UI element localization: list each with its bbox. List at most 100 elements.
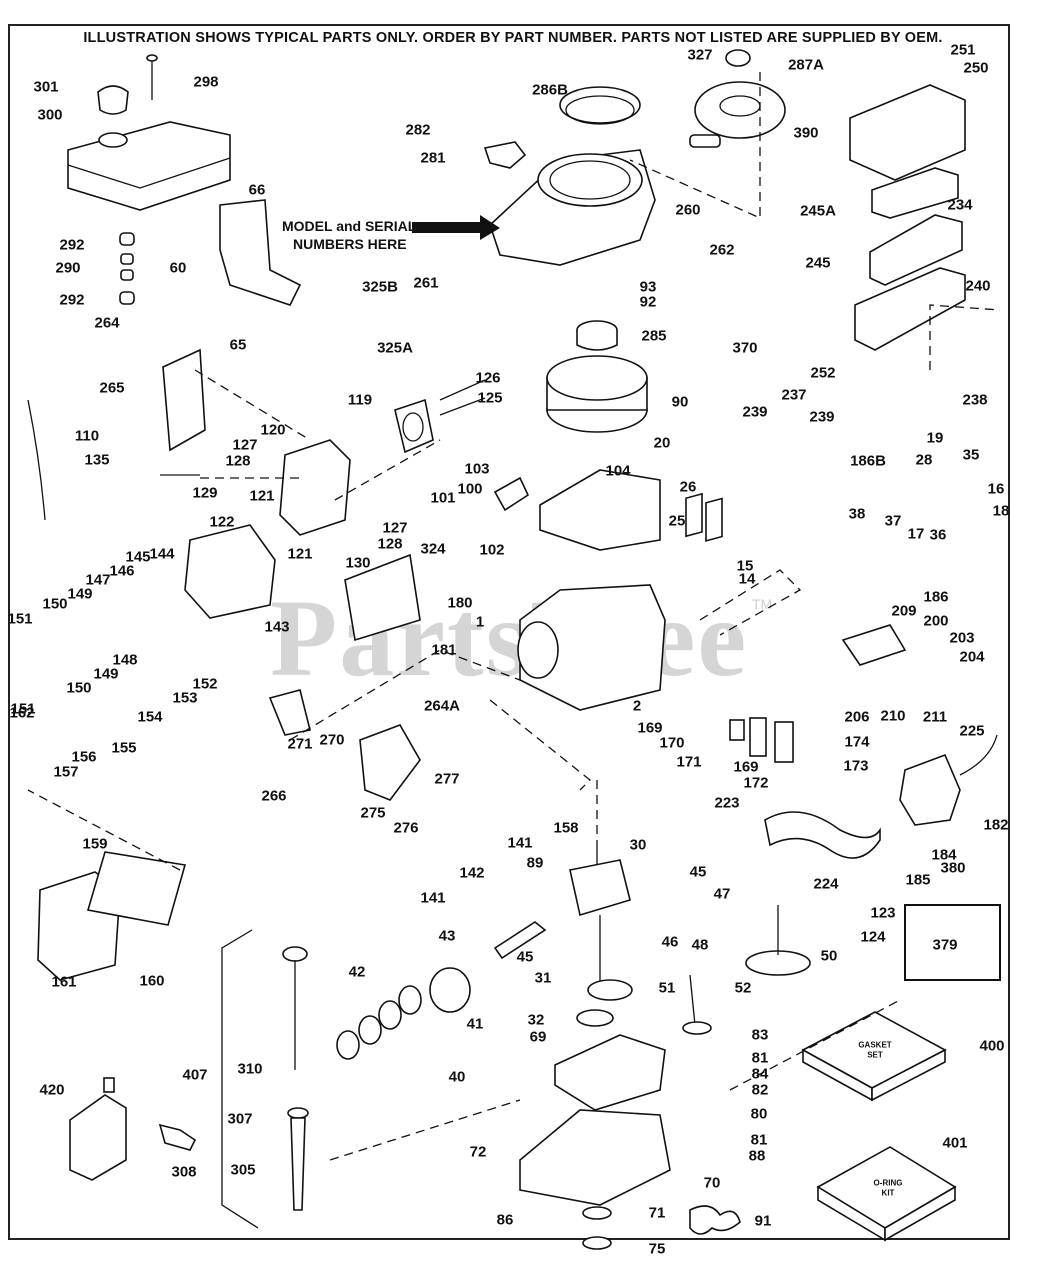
callout-155[interactable]: 155	[111, 739, 137, 757]
fuel-tank-part[interactable]	[67, 121, 231, 211]
cover-plate-part[interactable]	[483, 141, 527, 169]
callout-281[interactable]: 281	[420, 149, 446, 167]
callout-245[interactable]: 245	[805, 254, 831, 272]
flywheel-cup-part[interactable]	[576, 320, 618, 351]
callout-211[interactable]: 211	[922, 708, 948, 726]
callout-146[interactable]: 146	[109, 562, 135, 580]
oil-fill-tube-part[interactable]	[287, 1107, 309, 1211]
callout-122[interactable]: 122	[209, 513, 235, 531]
callout-158[interactable]: 158	[553, 819, 579, 837]
callout-173[interactable]: 173	[843, 757, 869, 775]
callout-327[interactable]: 327	[687, 46, 713, 64]
callout-72[interactable]: 72	[469, 1143, 487, 1161]
callout-277[interactable]: 277	[434, 770, 460, 788]
carburetor-part[interactable]	[899, 753, 961, 826]
callout-223[interactable]: 223	[714, 794, 740, 812]
callout-282[interactable]: 282	[405, 121, 431, 139]
callout-264[interactable]: 264	[94, 314, 120, 332]
callout-186B[interactable]: 186B	[850, 452, 886, 470]
callout-80[interactable]: 80	[750, 1105, 768, 1123]
oil-seal-part[interactable]	[576, 1009, 614, 1027]
callout-204[interactable]: 204	[959, 648, 985, 666]
callout-292[interactable]: 292	[59, 236, 85, 254]
callout-271[interactable]: 271	[287, 735, 313, 753]
callout-89[interactable]: 89	[526, 854, 544, 872]
callout-42[interactable]: 42	[348, 963, 366, 981]
callout-120[interactable]: 120	[260, 421, 286, 439]
callout-237[interactable]: 237	[781, 386, 807, 404]
cooling-fan-part[interactable]	[689, 1205, 741, 1235]
intake-manifold-part[interactable]	[764, 811, 881, 859]
callout-103[interactable]: 103	[464, 460, 490, 478]
callout-407[interactable]: 407	[182, 1066, 208, 1084]
callout-325A[interactable]: 325A	[377, 339, 413, 357]
callout-370[interactable]: 370	[732, 339, 758, 357]
side-cover-gasket-part[interactable]	[86, 851, 187, 926]
callout-41[interactable]: 41	[466, 1015, 484, 1033]
callout-265[interactable]: 265	[99, 379, 125, 397]
balance-shaft-part[interactable]	[682, 974, 712, 1035]
fuel-cap-part[interactable]	[97, 85, 129, 115]
callout-181[interactable]: 181	[431, 641, 457, 659]
callout-47[interactable]: 47	[713, 885, 731, 903]
callout-102[interactable]: 102	[479, 541, 505, 559]
callout-86[interactable]: 86	[496, 1211, 514, 1229]
callout-124[interactable]: 124	[860, 928, 886, 946]
callout-275[interactable]: 275	[360, 804, 386, 822]
callout-180[interactable]: 180	[447, 594, 473, 612]
oring-kit-box[interactable]	[816, 1146, 957, 1242]
callout-149[interactable]: 149	[93, 665, 119, 683]
crankshaft-part[interactable]	[569, 840, 631, 985]
callout-251[interactable]: 251	[950, 41, 976, 59]
callout-17[interactable]: 17	[907, 525, 925, 543]
callout-128[interactable]: 128	[225, 452, 251, 470]
callout-240[interactable]: 240	[965, 277, 991, 295]
callout-150[interactable]: 150	[66, 679, 92, 697]
callout-31[interactable]: 31	[534, 969, 552, 987]
callout-308[interactable]: 308	[171, 1163, 197, 1181]
callout-170[interactable]: 170	[659, 734, 685, 752]
callout-153[interactable]: 153	[172, 689, 198, 707]
callout-151[interactable]: 151	[7, 610, 33, 628]
callout-51[interactable]: 51	[658, 979, 676, 997]
dipstick-part[interactable]	[282, 946, 308, 1070]
tank-spacers-part[interactable]	[119, 232, 135, 305]
air-cleaner-precleaner-part[interactable]	[871, 167, 959, 219]
governor-control-part[interactable]	[841, 624, 907, 666]
callout-234[interactable]: 234	[947, 196, 973, 214]
callout-162[interactable]: 162	[9, 704, 35, 722]
starter-handle-part[interactable]	[725, 49, 751, 67]
callout-149[interactable]: 149	[67, 585, 93, 603]
callout-100[interactable]: 100	[457, 480, 483, 498]
callout-91[interactable]: 91	[754, 1212, 772, 1230]
head-gasket-part[interactable]	[394, 398, 434, 454]
callout-69[interactable]: 69	[529, 1028, 547, 1046]
ignition-module-part[interactable]	[493, 476, 530, 512]
crankcase-part[interactable]	[519, 1109, 671, 1206]
callout-38[interactable]: 38	[848, 505, 866, 523]
callout-125[interactable]: 125	[477, 389, 503, 407]
connecting-rod-part[interactable]	[493, 921, 547, 960]
callout-60[interactable]: 60	[169, 259, 187, 277]
callout-151[interactable]: 151	[10, 700, 36, 718]
callout-420[interactable]: 420	[39, 1081, 65, 1099]
callout-169[interactable]: 169	[733, 758, 759, 776]
callout-121[interactable]: 121	[249, 487, 275, 505]
callout-161[interactable]: 161	[51, 973, 77, 991]
cylinder-shield-part[interactable]	[344, 553, 421, 642]
callout-127[interactable]: 127	[382, 519, 408, 537]
callout-71[interactable]: 71	[648, 1204, 666, 1222]
bracket-base-part[interactable]	[539, 469, 661, 551]
callout-285[interactable]: 285	[641, 327, 667, 345]
callout-127[interactable]: 127	[232, 436, 258, 454]
callout-157[interactable]: 157	[53, 763, 79, 781]
callout-15[interactable]: 15	[736, 557, 754, 575]
callout-203[interactable]: 203	[949, 629, 975, 647]
callout-250[interactable]: 250	[963, 59, 989, 77]
tank-bracket-part[interactable]	[219, 199, 302, 306]
camshaft-part[interactable]	[745, 905, 811, 976]
callout-141[interactable]: 141	[420, 889, 446, 907]
callout-200[interactable]: 200	[923, 612, 949, 630]
callout-20[interactable]: 20	[653, 434, 671, 452]
callout-264A[interactable]: 264A	[424, 697, 460, 715]
